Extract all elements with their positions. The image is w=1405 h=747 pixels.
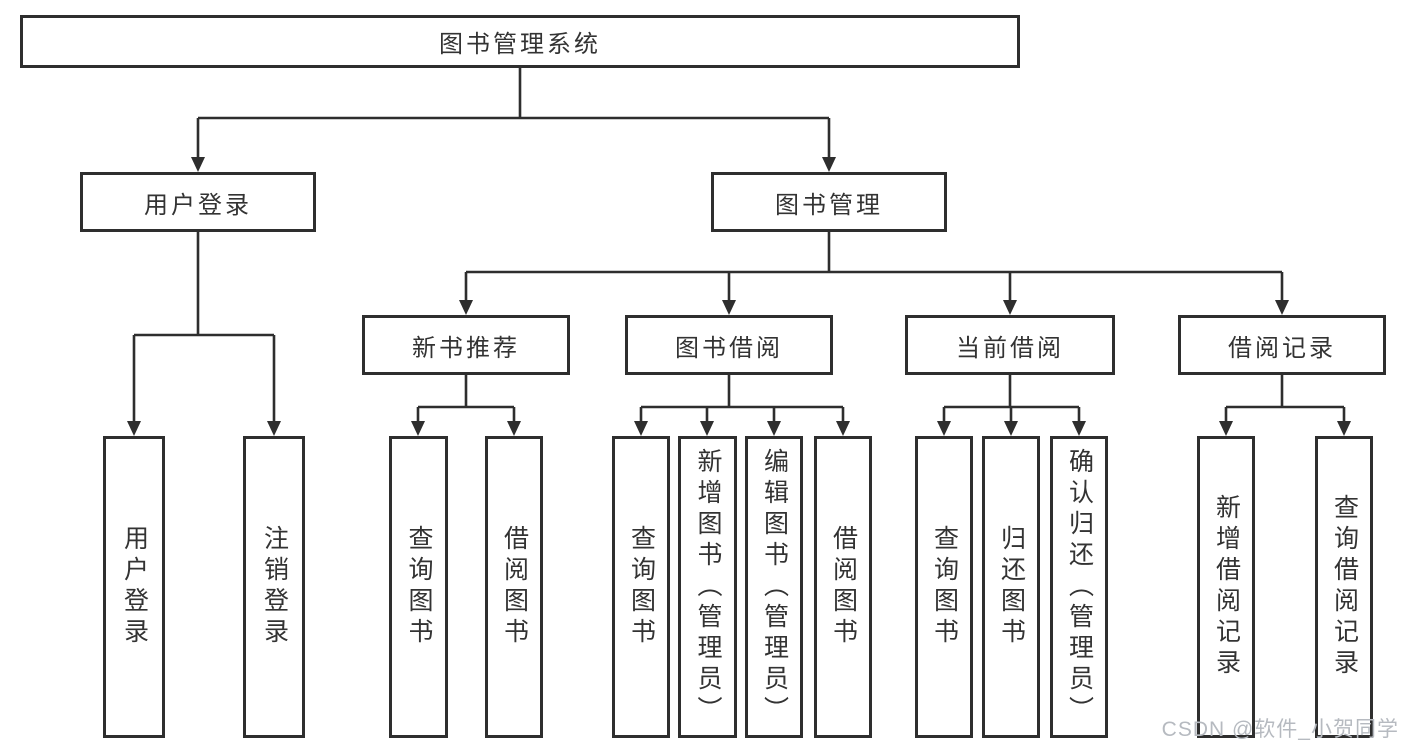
- leaf-edit-books-admin: 编辑图书（管理员）: [745, 436, 803, 738]
- arrowhead: [1072, 421, 1086, 436]
- arrowhead: [459, 300, 473, 315]
- leaf-add-books-admin: 新增图书（管理员）: [678, 436, 737, 738]
- leaf-logout: 注销登录: [243, 436, 305, 738]
- node-label: 新增借阅记录: [1212, 494, 1241, 680]
- arrowhead: [1003, 300, 1017, 315]
- arrowhead: [634, 421, 648, 436]
- node-new-book-recommend: 新书推荐: [362, 315, 570, 375]
- node-label: 图书借阅: [675, 334, 783, 362]
- arrowhead: [767, 421, 781, 436]
- node-book-borrow: 图书借阅: [625, 315, 833, 375]
- arrowhead: [1275, 300, 1289, 315]
- node-current-borrow: 当前借阅: [905, 315, 1115, 375]
- leaf-add-borrow-record: 新增借阅记录: [1197, 436, 1255, 738]
- node-user-login: 用户登录: [80, 172, 316, 232]
- leaf-recommend-query-books: 查询图书: [389, 436, 448, 738]
- node-label: 编辑图书（管理员）: [760, 447, 789, 727]
- node-label: 新书推荐: [412, 334, 520, 362]
- node-book-management: 图书管理: [711, 172, 947, 232]
- node-label: 新增图书（管理员）: [694, 447, 722, 727]
- arrowhead: [127, 421, 141, 436]
- arrowhead: [700, 421, 714, 436]
- node-label: 图书管理: [775, 191, 883, 219]
- arrowhead: [722, 300, 736, 315]
- node-label: 图书管理系统: [439, 31, 601, 58]
- arrowhead: [1219, 421, 1233, 436]
- leaf-user-login: 用户登录: [103, 436, 165, 738]
- node-label: 当前借阅: [956, 334, 1064, 362]
- node-label: 借阅记录: [1228, 334, 1336, 362]
- arrowhead: [1004, 421, 1018, 436]
- node-label: 借阅图书: [829, 525, 858, 649]
- node-label: 注销登录: [260, 525, 289, 649]
- leaf-query-borrow-record: 查询借阅记录: [1315, 436, 1373, 738]
- node-borrow-records: 借阅记录: [1178, 315, 1386, 375]
- arrowhead: [411, 421, 425, 436]
- arrowhead: [267, 421, 281, 436]
- node-label: 确认归还（管理员）: [1065, 447, 1094, 727]
- node-label: 用户登录: [120, 525, 149, 649]
- arrowhead: [507, 421, 521, 436]
- arrowhead: [836, 421, 850, 436]
- arrowhead: [191, 157, 205, 172]
- node-library-management-system: 图书管理系统: [20, 15, 1020, 68]
- node-label: 借阅图书: [500, 525, 529, 649]
- leaf-borrow-query-books: 查询图书: [612, 436, 670, 738]
- arrowhead: [822, 157, 836, 172]
- node-label: 查询借阅记录: [1330, 494, 1359, 680]
- leaf-recommend-borrow-books: 借阅图书: [485, 436, 543, 738]
- node-label: 用户登录: [144, 191, 252, 219]
- leaf-borrow-borrow-books: 借阅图书: [814, 436, 872, 738]
- leaf-current-query-books: 查询图书: [915, 436, 973, 738]
- node-label: 查询图书: [930, 525, 959, 649]
- arrowhead: [1337, 421, 1351, 436]
- node-label: 查询图书: [405, 525, 433, 649]
- node-label: 归还图书: [997, 525, 1026, 649]
- arrowhead: [937, 421, 951, 436]
- csdn-watermark: CSDN @软件_小贺同学: [1161, 718, 1399, 741]
- node-label: 查询图书: [627, 525, 656, 649]
- leaf-return-books: 归还图书: [982, 436, 1040, 738]
- leaf-confirm-return-admin: 确认归还（管理员）: [1050, 436, 1108, 738]
